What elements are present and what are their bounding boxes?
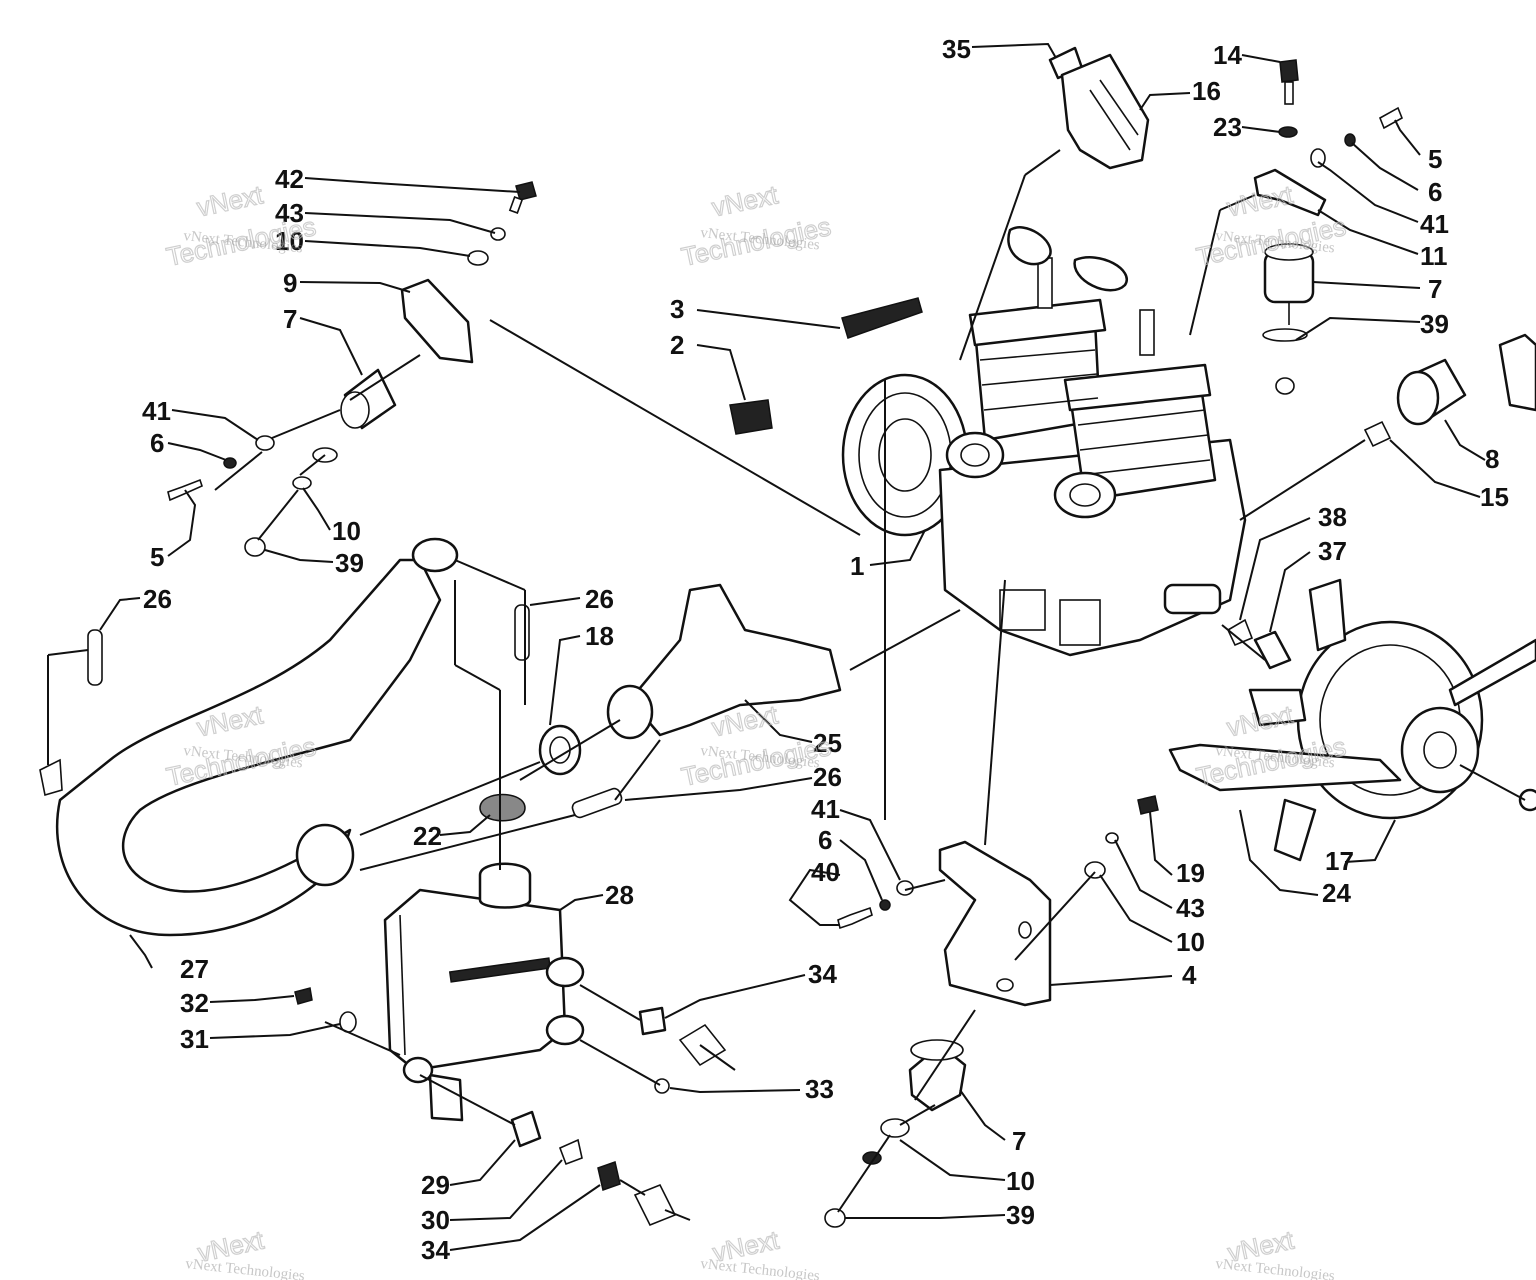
callout-35: 35 <box>942 34 971 64</box>
callout-2: 2 <box>670 330 684 360</box>
callout-40: 40 <box>811 857 840 887</box>
bracket-11 <box>1253 168 1327 217</box>
callout-34: 34 <box>808 959 837 989</box>
callout-numbers: 35 16 14 23 5 6 41 11 7 39 8 15 42 43 10… <box>142 34 1509 1265</box>
callout-43: 43 <box>1176 893 1205 923</box>
plate-9 <box>400 278 474 364</box>
bolt-14 <box>1279 59 1299 105</box>
callout-34: 34 <box>421 1235 450 1265</box>
svg-text:vNext: vNext <box>1224 699 1296 742</box>
callout-43: 43 <box>275 198 304 228</box>
watermark: vNext Technologies <box>678 179 834 273</box>
rubber-mount-7-top <box>1263 243 1315 325</box>
mount-8 <box>1396 358 1467 426</box>
tuned-pipe-27 <box>39 537 459 937</box>
callout-33: 33 <box>805 1074 834 1104</box>
callout-18: 18 <box>585 621 614 651</box>
watermark-text: vNext Technologies <box>700 1256 821 1280</box>
callout-4: 4 <box>1182 960 1197 990</box>
callout-11: 11 <box>1420 241 1448 271</box>
callout-7: 7 <box>1012 1126 1026 1156</box>
callout-3: 3 <box>670 294 684 324</box>
callout-25: 25 <box>813 728 842 758</box>
callout-29: 29 <box>421 1170 450 1200</box>
watermark-text: vNext Technologies <box>185 1256 306 1280</box>
callout-41: 41 <box>142 396 171 426</box>
callout-26: 26 <box>585 584 614 614</box>
silencer-28 <box>383 862 585 1122</box>
callout-6: 6 <box>818 825 832 855</box>
spring-26-bottom <box>571 787 623 819</box>
callout-10: 10 <box>1006 1166 1035 1196</box>
callout-26: 26 <box>813 762 842 792</box>
washer-23 <box>1278 126 1298 138</box>
callout-10: 10 <box>1176 927 1205 957</box>
callout-27: 27 <box>180 954 209 984</box>
callout-14: 14 <box>1213 40 1242 70</box>
callout-30: 30 <box>421 1205 450 1235</box>
rubber-mount-7-bottom <box>908 1039 967 1112</box>
callout-6: 6 <box>150 428 164 458</box>
callout-5: 5 <box>150 542 164 572</box>
callout-41: 41 <box>1420 209 1449 239</box>
watermark-text: vNext Technologies <box>1215 1256 1336 1280</box>
rubber-mount-7-left <box>340 368 397 430</box>
engine-assembly <box>841 226 1247 657</box>
stud-15 <box>1363 420 1392 448</box>
callout-9: 9 <box>283 268 297 298</box>
callout-26: 26 <box>143 584 172 614</box>
svg-text:vNext: vNext <box>709 179 781 222</box>
callout-8: 8 <box>1485 444 1499 474</box>
callout-7: 7 <box>283 304 297 334</box>
callout-39: 39 <box>1420 309 1449 339</box>
callout-5: 5 <box>1428 144 1442 174</box>
callout-39: 39 <box>1006 1200 1035 1230</box>
callout-37: 37 <box>1318 536 1347 566</box>
callout-16: 16 <box>1192 76 1221 106</box>
callout-42: 42 <box>275 164 304 194</box>
callout-17: 17 <box>1325 846 1354 876</box>
callout-6: 6 <box>1428 177 1442 207</box>
svg-text:vNext: vNext <box>1224 179 1296 222</box>
callout-10: 10 <box>275 226 304 256</box>
callout-38: 38 <box>1318 502 1347 532</box>
mount-bracket-4 <box>938 840 1052 1007</box>
callout-19: 19 <box>1176 858 1205 888</box>
callout-39: 39 <box>335 548 364 578</box>
callout-22: 22 <box>413 821 442 851</box>
callout-23: 23 <box>1213 112 1242 142</box>
leader-lines <box>47 42 1526 1251</box>
bolt-42 <box>508 181 537 214</box>
callout-24: 24 <box>1322 878 1351 908</box>
callout-10: 10 <box>332 516 361 546</box>
drive-belt-24 <box>1168 743 1402 792</box>
callout-31: 31 <box>180 1024 209 1054</box>
decal-2 <box>729 399 773 435</box>
grommet-22 <box>479 793 526 822</box>
svg-text:vNext: vNext <box>194 179 266 222</box>
callout-28: 28 <box>605 880 634 910</box>
exhaust-manifold-25 <box>606 583 842 740</box>
watermark: vNext Technologies <box>1193 179 1349 273</box>
callout-32: 32 <box>180 988 209 1018</box>
callout-41: 41 <box>811 794 840 824</box>
spring-26-left <box>87 629 103 686</box>
callout-7: 7 <box>1428 274 1442 304</box>
decal-3 <box>841 297 923 339</box>
callout-1: 1 <box>850 551 864 581</box>
spring-26-right <box>514 604 530 661</box>
callout-15: 15 <box>1480 482 1509 512</box>
